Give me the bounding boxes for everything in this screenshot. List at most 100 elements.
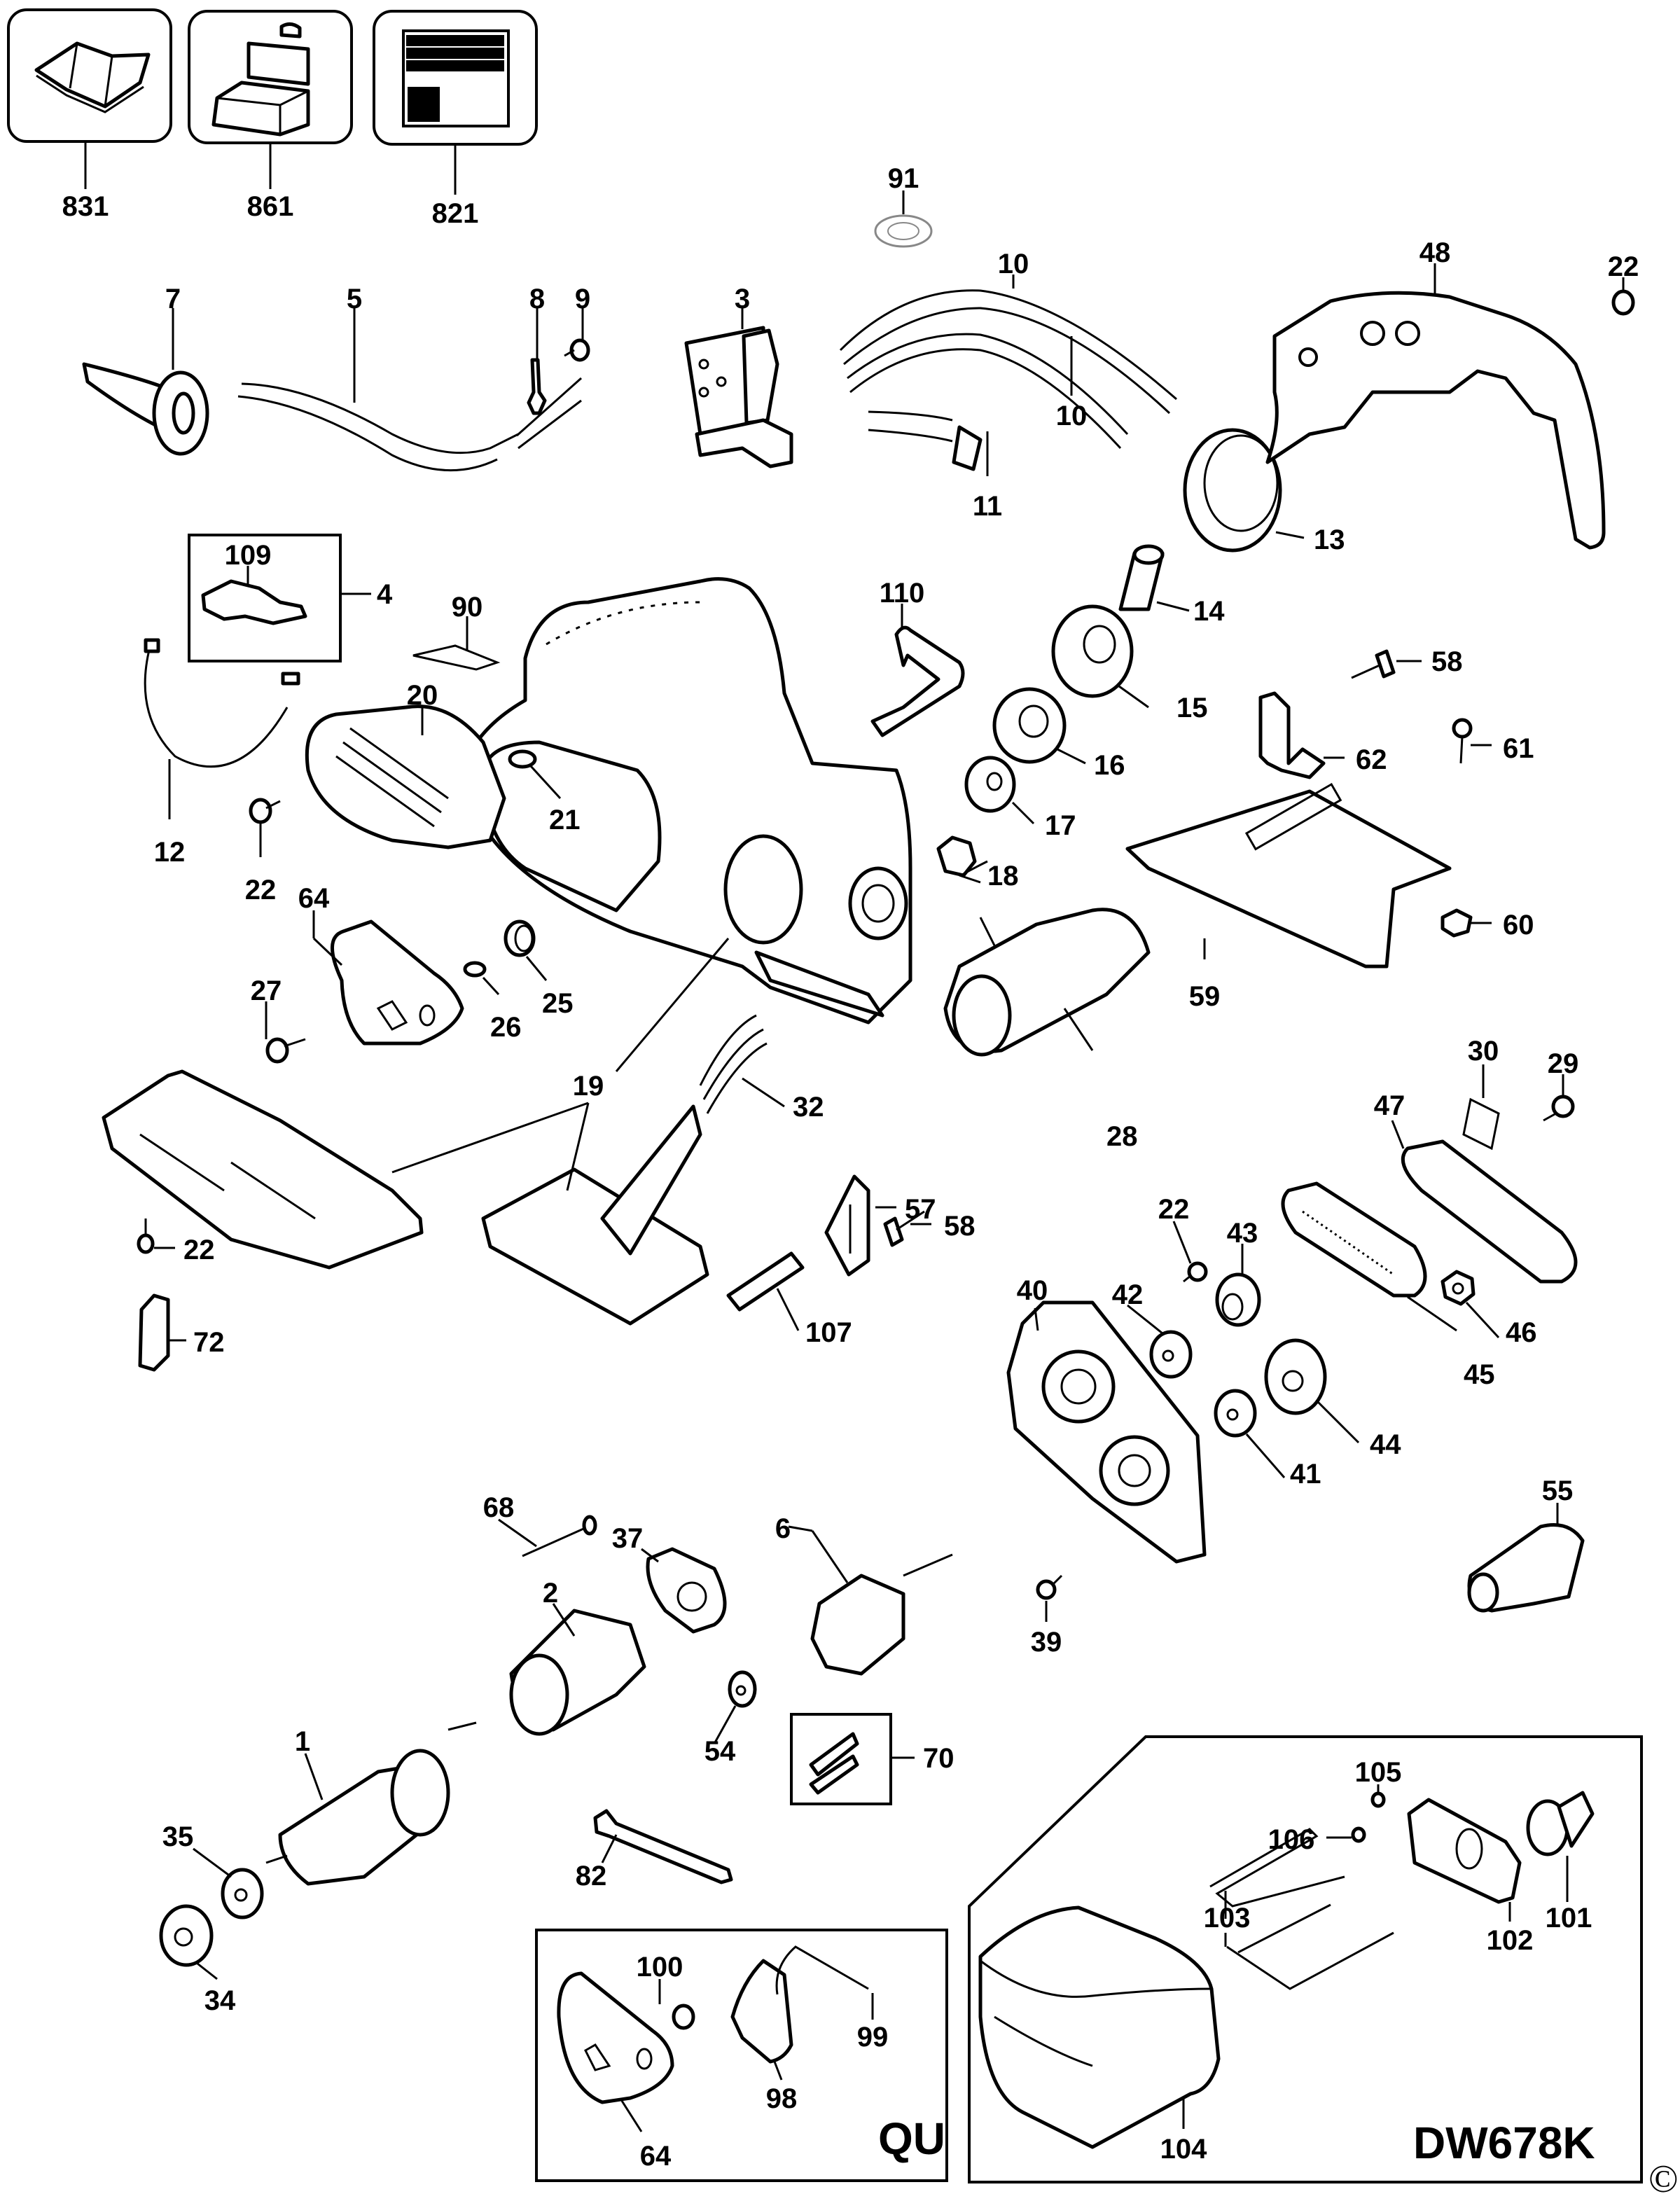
accessory-manual[interactable]: 831 xyxy=(7,8,172,222)
part-40-gear-housing[interactable]: 40 xyxy=(1006,1275,1207,1564)
callout-43: 43 xyxy=(1227,1218,1258,1249)
part-27-screw[interactable]: 27 xyxy=(251,975,306,1064)
accessory-manual-frame xyxy=(7,8,172,143)
part-42-bearing[interactable]: 42 xyxy=(1112,1279,1193,1379)
callout-105: 105 xyxy=(1355,1757,1402,1788)
part-48-handle-housing[interactable]: 48 xyxy=(1265,237,1606,550)
callout-30: 30 xyxy=(1468,1036,1499,1067)
part-26-pin[interactable]: 26 xyxy=(463,961,522,1043)
part-110-clip[interactable]: 110 xyxy=(870,578,965,737)
part-6-fan-housing[interactable]: 6 xyxy=(775,1513,953,1676)
part-60-nut[interactable]: 60 xyxy=(1441,908,1534,940)
part-5-power-cord[interactable]: 5 xyxy=(237,284,582,472)
part-57-scale[interactable]: 57 xyxy=(824,1174,936,1277)
callout-17: 17 xyxy=(1045,810,1076,841)
callout-64-qu: 64 xyxy=(640,2141,672,2172)
callout-41: 41 xyxy=(1290,1459,1321,1490)
part-64-cover[interactable]: 64 xyxy=(298,883,464,1046)
part-11-wire-connector[interactable]: 11 xyxy=(868,410,1002,522)
part-68-bolt[interactable]: 68 xyxy=(483,1492,597,1557)
part-17-washer[interactable]: 17 xyxy=(964,756,1076,841)
part-41-bearing[interactable]: 41 xyxy=(1214,1389,1321,1490)
part-18-nut[interactable]: 18 xyxy=(936,835,1019,891)
part-72-clip[interactable]: 72 xyxy=(138,1293,225,1372)
part-22-screw-top[interactable]: 22 xyxy=(1608,251,1639,316)
callout-70: 70 xyxy=(923,1743,954,1774)
copyright-mark: © xyxy=(1648,2158,1679,2201)
part-43-pulley[interactable]: 43 xyxy=(1215,1218,1261,1327)
callout-8: 8 xyxy=(529,284,545,314)
part-28-drum[interactable]: 28 xyxy=(943,908,1151,1152)
part-9-screw[interactable]: 9 xyxy=(564,284,590,362)
part-46-nut[interactable]: 46 xyxy=(1441,1270,1537,1348)
part-10-wires[interactable]: 10 10 xyxy=(839,249,1177,450)
part-55-elbow[interactable]: 55 xyxy=(1467,1476,1585,1613)
callout-98: 98 xyxy=(766,2083,798,2114)
callout-91: 91 xyxy=(888,163,919,194)
part-14-shaft[interactable]: 14 xyxy=(1118,544,1225,627)
part-8-terminal[interactable]: 8 xyxy=(527,284,547,415)
callout-22-top: 22 xyxy=(1608,251,1639,282)
part-61-pin[interactable]: 61 xyxy=(1452,718,1534,764)
part-62-bracket[interactable]: 62 xyxy=(1258,691,1387,779)
part-91-washer[interactable]: 91 xyxy=(874,163,933,248)
part-44-gear[interactable]: 44 xyxy=(1264,1338,1401,1460)
part-107-key[interactable]: 107 xyxy=(726,1251,852,1348)
carrying-case-icon xyxy=(211,22,310,137)
part-3-switch[interactable]: 3 xyxy=(684,284,793,468)
part-25-spring[interactable]: 25 xyxy=(504,919,574,1019)
part-22-screw-base[interactable]: 22 xyxy=(137,1218,215,1265)
part-21-pin[interactable]: 21 xyxy=(508,749,581,835)
callout-54: 54 xyxy=(704,1736,736,1767)
dw678k-kit-box[interactable]: 104 103 102 101 105 106 DW678K xyxy=(968,1735,1643,2183)
callout-3: 3 xyxy=(735,284,750,314)
accessory-label[interactable]: 821 xyxy=(373,10,538,229)
part-58-screw-lower[interactable]: 58 xyxy=(883,1210,976,1247)
part-29-screw[interactable]: 29 xyxy=(1543,1048,1578,1122)
callout-14: 14 xyxy=(1193,596,1225,627)
part-13-knob[interactable]: 13 xyxy=(1183,428,1345,555)
part-70-blade-kit[interactable]: 70 xyxy=(790,1713,954,1805)
part-47-belt[interactable]: 47 xyxy=(1374,1090,1578,1284)
callout-4: 4 xyxy=(377,579,393,610)
callout-72: 72 xyxy=(193,1327,225,1358)
part-16-knob-cap[interactable]: 16 xyxy=(992,687,1125,781)
part-19-base[interactable]: 19 xyxy=(102,938,730,1326)
part-54-bushing[interactable]: 54 xyxy=(704,1670,757,1767)
callout-101: 101 xyxy=(1546,1903,1592,1933)
part-2-stator[interactable]: 2 xyxy=(509,1578,646,1736)
callout-60: 60 xyxy=(1503,910,1534,940)
callout-59: 59 xyxy=(1189,981,1221,1012)
accessory-case[interactable]: 861 xyxy=(188,10,353,222)
callout-90: 90 xyxy=(452,592,483,623)
part-35-bearing[interactable]: 35 xyxy=(162,1821,264,1919)
part-12-wire[interactable]: 12 xyxy=(144,638,300,868)
part-45-drive-belt[interactable]: 45 xyxy=(1281,1181,1495,1390)
part-32-spring[interactable]: 32 xyxy=(699,1014,824,1123)
callout-27: 27 xyxy=(251,975,282,1006)
part-82-wrench[interactable]: 82 xyxy=(576,1809,733,1891)
part-39-screw[interactable]: 39 xyxy=(1031,1574,1063,1658)
part-90-label[interactable]: 90 xyxy=(412,592,501,671)
callout-6: 6 xyxy=(775,1513,791,1544)
callout-9: 9 xyxy=(575,284,590,314)
part-20-cover[interactable]: 20 xyxy=(305,680,506,849)
part-22-screw-mid[interactable]: 22 xyxy=(1158,1194,1208,1283)
qu-variant-box[interactable]: 64 100 98 99 QU xyxy=(535,1929,948,2182)
callout-2: 2 xyxy=(543,1578,558,1609)
part-4-brush-holder-kit[interactable]: 109 4 xyxy=(188,534,393,662)
part-22-screw-left[interactable]: 22 xyxy=(245,798,281,905)
part-main-housing[interactable] xyxy=(460,577,912,1025)
part-15-knob-base[interactable]: 15 xyxy=(1051,604,1208,723)
part-7-cord-guard[interactable]: 7 xyxy=(82,284,209,456)
part-59-fence[interactable]: 59 xyxy=(1125,782,1452,1012)
part-1-armature[interactable]: 1 xyxy=(265,1721,477,1886)
callout-26: 26 xyxy=(490,1012,522,1043)
callout-55: 55 xyxy=(1542,1476,1574,1506)
part-58-screw-upper[interactable]: 58 xyxy=(1351,646,1463,679)
part-30-label[interactable]: 30 xyxy=(1462,1036,1500,1151)
part-37-end-cap[interactable]: 37 xyxy=(612,1523,727,1634)
part-34-bearing[interactable]: 34 xyxy=(159,1904,236,2016)
callout-48: 48 xyxy=(1419,237,1451,268)
